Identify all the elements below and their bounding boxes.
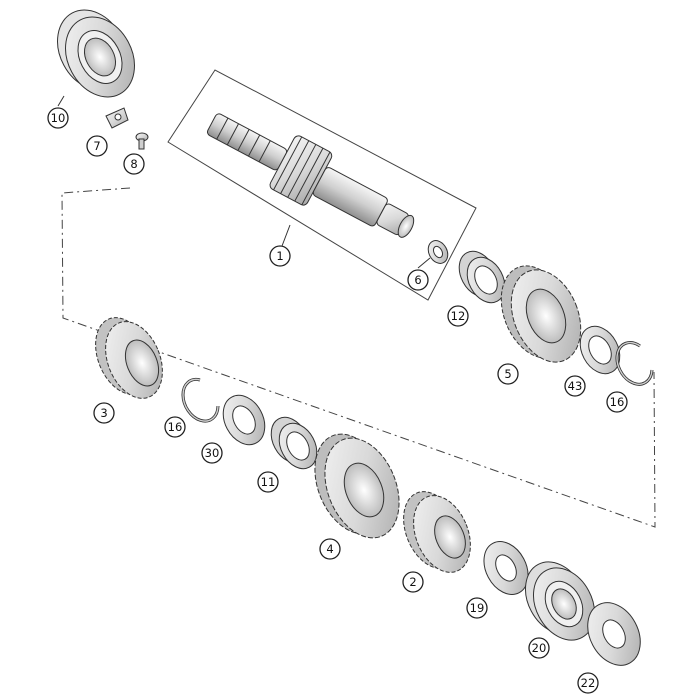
circlip-upper — [615, 341, 654, 386]
callout-1: 1 — [269, 245, 291, 267]
svg-text:1: 1 — [276, 249, 283, 263]
callout-10-top: 10 — [47, 107, 69, 129]
callout-43: 43 — [564, 375, 586, 397]
gear-2 — [403, 491, 471, 573]
needle-bearing-11 — [270, 416, 318, 470]
callout-30: 30 — [201, 442, 223, 464]
main-shaft — [206, 113, 415, 238]
svg-text:6: 6 — [414, 273, 421, 287]
svg-text:2: 2 — [409, 575, 416, 589]
needle-bearing-12 — [458, 250, 506, 304]
ball-bearing-top — [57, 9, 135, 98]
callout-7: 7 — [86, 135, 108, 157]
svg-text:43: 43 — [568, 379, 583, 393]
callout-2: 2 — [402, 571, 424, 593]
shaft-splines — [216, 117, 271, 163]
callout-20: 20 — [528, 637, 550, 659]
svg-text:19: 19 — [470, 601, 485, 615]
lock-plate — [105, 107, 129, 129]
callout-3: 3 — [93, 402, 115, 424]
small-ring — [427, 240, 449, 264]
svg-text:30: 30 — [205, 446, 220, 460]
washer-19 — [483, 541, 529, 595]
callout-16-left: 16 — [164, 416, 186, 438]
callout-19: 19 — [466, 597, 488, 619]
leader-lines — [57, 95, 431, 269]
svg-text:4: 4 — [326, 542, 333, 556]
gear-3 — [95, 317, 163, 399]
svg-text:22: 22 — [581, 676, 596, 690]
thrust-washer-43 — [579, 325, 621, 375]
svg-text:12: 12 — [451, 309, 466, 323]
svg-text:3: 3 — [100, 406, 107, 420]
callout-11: 11 — [257, 471, 279, 493]
callout-6: 6 — [407, 269, 429, 291]
callout-5: 5 — [497, 363, 519, 385]
main-shaft-group-frame — [167, 69, 477, 301]
svg-text:20: 20 — [532, 641, 547, 655]
svg-text:11: 11 — [261, 475, 276, 489]
svg-text:16: 16 — [168, 420, 183, 434]
thrust-washer-30 — [222, 394, 266, 446]
gear-5 — [500, 265, 582, 363]
gear-4 — [314, 433, 400, 539]
svg-text:5: 5 — [504, 367, 511, 381]
svg-text:16: 16 — [610, 395, 625, 409]
screw — [135, 132, 149, 150]
circlip-lower — [181, 377, 220, 423]
ball-bearing-bottom — [525, 561, 595, 641]
shaft-gear-teeth — [273, 136, 331, 206]
svg-text:8: 8 — [130, 157, 137, 171]
svg-text:10: 10 — [51, 111, 66, 125]
callout-12: 12 — [447, 305, 469, 327]
callout-8: 8 — [123, 153, 145, 175]
callout-22: 22 — [577, 672, 599, 694]
gear-group-dashed-frame — [61, 187, 656, 528]
callout-4: 4 — [319, 538, 341, 560]
callout-16-right: 16 — [606, 391, 628, 413]
svg-text:7: 7 — [93, 139, 100, 153]
shim-22 — [587, 602, 641, 666]
